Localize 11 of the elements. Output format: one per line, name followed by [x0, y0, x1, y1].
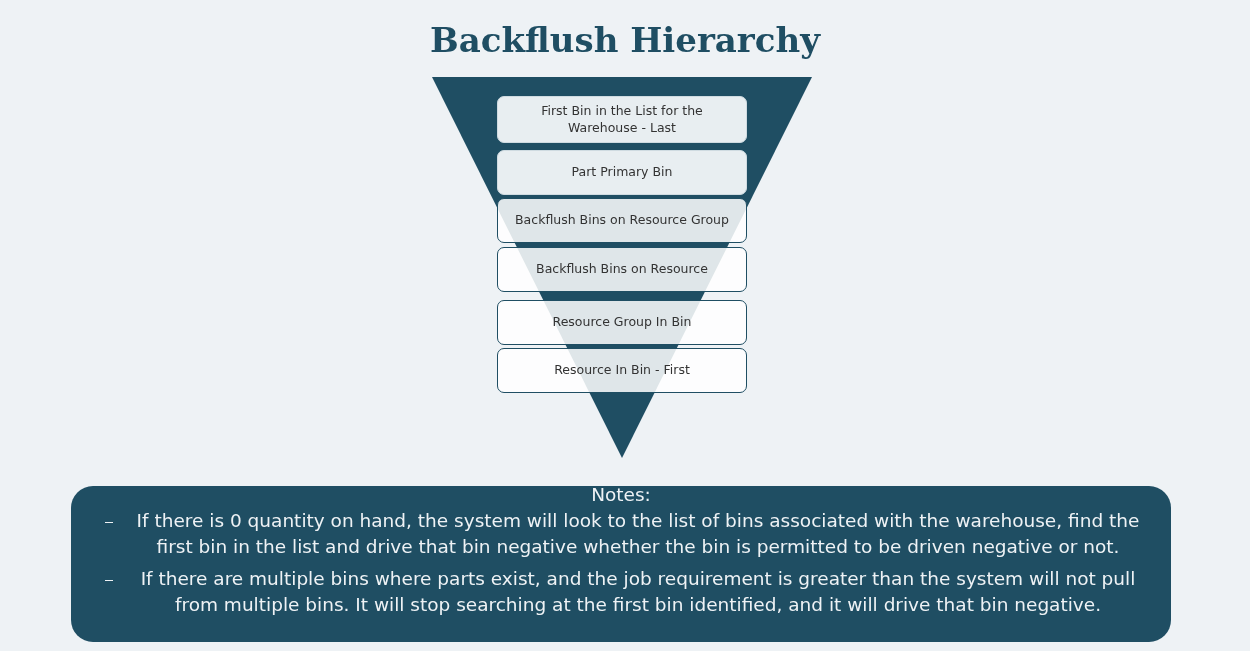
level-box: First Bin in the List for the Warehouse - Last — [497, 96, 747, 143]
diagram-title: Backflush Hierarchy — [430, 20, 820, 60]
note-text: If there is 0 quantity on hand, the system will look to the list of bins associated with the warehouse, find the first bin in the list and drive that bin negative whether the bin is permitted to be driven negative or not. — [135, 509, 1141, 559]
note-text: If there are multiple bins where parts exist, and the job requirement is greater than the system will not pull from multiple bins. It will stop searching at the first bin identified, and it will drive that bin negative. — [139, 567, 1137, 617]
level-box: Part Primary Bin — [497, 150, 747, 195]
level-box: Resource Group In Bin — [497, 300, 747, 345]
level-box: Backflush Bins on Resource — [497, 247, 747, 292]
notes-panel — [71, 486, 1171, 642]
level-box: Resource In Bin - First — [497, 348, 747, 393]
level-box: Backflush Bins on Resource Group — [497, 198, 747, 243]
notes-heading: Notes: — [590, 484, 652, 505]
